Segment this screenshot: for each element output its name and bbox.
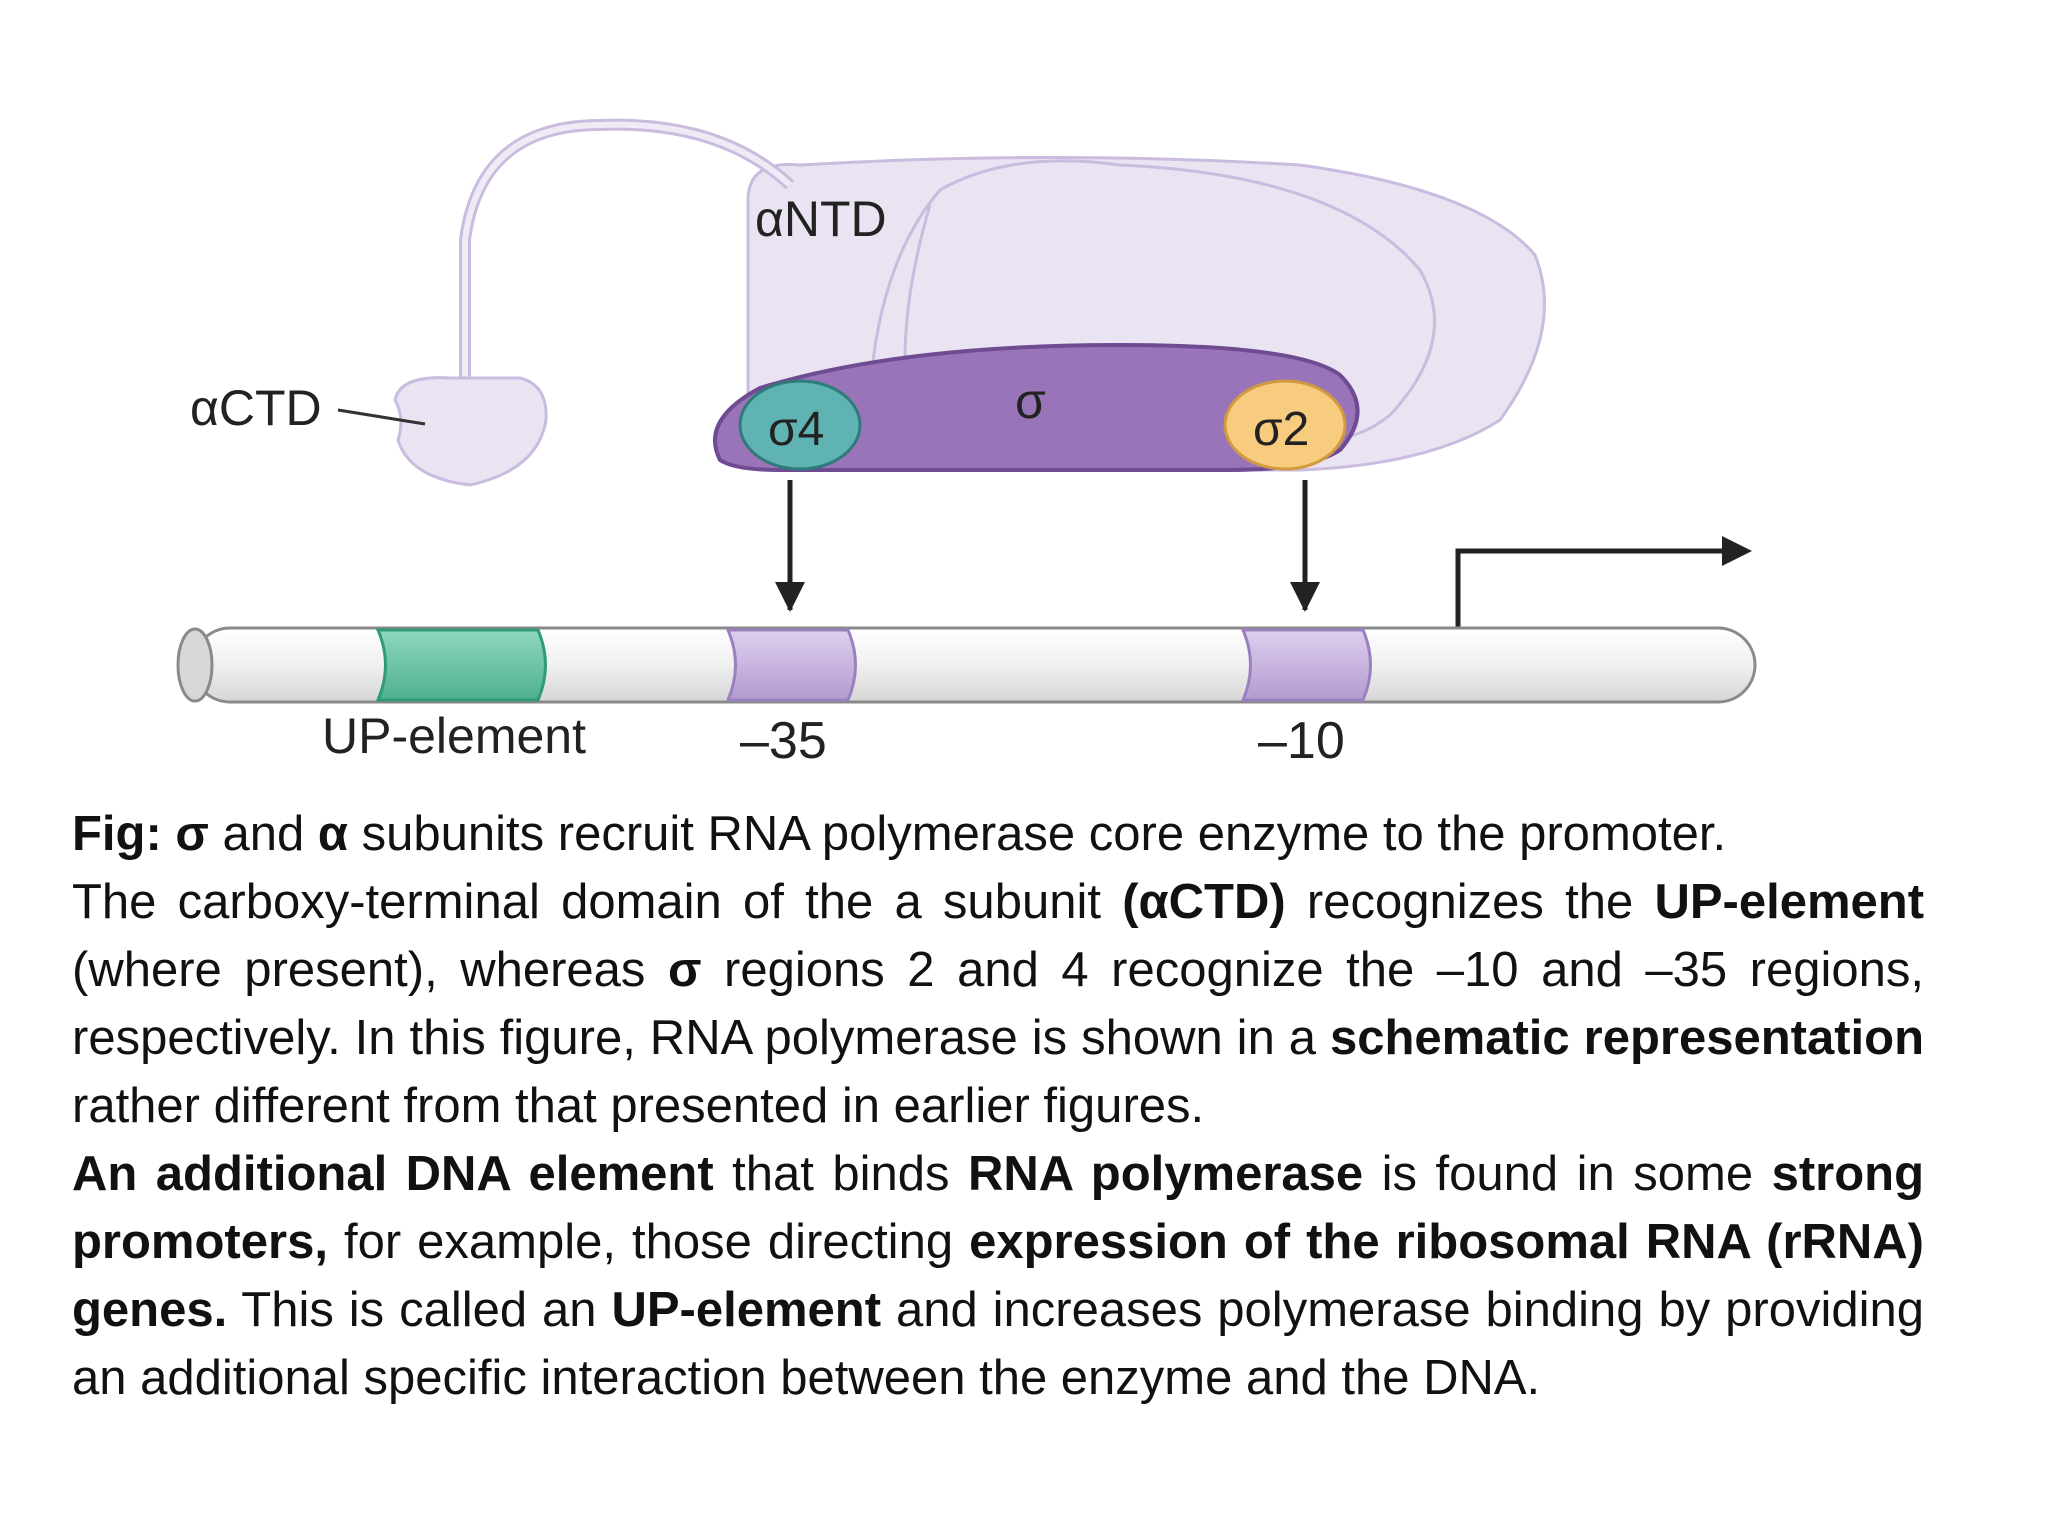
sigma4-domain	[738, 379, 862, 471]
caption-text: is found in some	[1363, 1147, 1772, 1201]
dna-end-cap	[176, 627, 214, 703]
polymerase-inner-lobe	[868, 159, 1437, 442]
minus10-region	[1240, 628, 1372, 702]
actd-label: αCTD	[190, 380, 322, 436]
transcription-start-arrow	[1455, 548, 1735, 628]
caption-bold: strong promoters,	[72, 1147, 1924, 1269]
sigma2-label: σ2	[1253, 403, 1309, 456]
sigma-label: σ	[1015, 373, 1046, 429]
fig-label: Fig:	[72, 807, 162, 861]
caption-bold: (αCTD)	[1122, 875, 1286, 929]
caption-title: Fig: σ and α subunits recruit RNA polyme…	[72, 800, 1924, 868]
actd-pointer-line	[337, 408, 426, 426]
caption-text: and increases polymerase binding by prov…	[72, 1283, 1924, 1405]
caption-text: that binds	[713, 1147, 968, 1201]
caption-text: recognizes the	[1285, 875, 1655, 929]
caption-bold: An additional DNA element	[72, 1147, 714, 1201]
caption-paragraph-1: The carboxy-terminal domain of the a sub…	[72, 868, 1924, 1140]
caption-bold: expression of the ribosomal RNA (rRNA) g…	[72, 1215, 1925, 1337]
minus10-label: –10	[1258, 712, 1345, 770]
caption-bold: UP-element	[611, 1283, 882, 1337]
minus35-region	[725, 628, 857, 702]
promoter-diagram: αNTD αCTD σ σ4 σ2 UP-element –35 –10	[176, 118, 1757, 770]
up-element-label: UP-element	[322, 708, 586, 764]
caption-bold: σ	[667, 943, 702, 997]
caption-paragraph-2: An additional DNA element that binds RNA…	[72, 1140, 1924, 1412]
figure-caption: Fig: σ and α subunits recruit RNA polyme…	[72, 800, 1924, 1412]
antd-divider	[903, 204, 932, 361]
caption-bold: schematic representation	[1329, 1011, 1924, 1065]
sigma2-domain	[1223, 379, 1347, 471]
minus35-label: –35	[740, 712, 827, 770]
caption-bold: RNA polymerase	[967, 1147, 1364, 1201]
caption-text: (where present), whereas	[72, 943, 668, 997]
caption-alpha: α	[317, 807, 349, 861]
alpha-linker	[459, 118, 795, 405]
caption-text: and	[208, 807, 318, 861]
sigma4-label: σ4	[768, 403, 824, 456]
caption-text: The carboxy-terminal domain of the a sub…	[72, 875, 1123, 929]
caption-text: subunits recruit RNA polymerase core enz…	[348, 807, 1727, 861]
alpha-ctd-domain	[393, 376, 548, 487]
caption-bold: UP-element	[1654, 875, 1925, 929]
caption-text: for example, those directing	[327, 1215, 970, 1269]
antd-label: αNTD	[755, 191, 887, 247]
up-element-region	[375, 628, 547, 702]
caption-text: rather different from that presented in …	[72, 1079, 1205, 1133]
caption-sigma: σ	[161, 807, 209, 861]
caption-text: This is called an	[227, 1283, 612, 1337]
caption-text: regions 2 and 4 recognize the –10 and –3…	[72, 943, 1924, 1065]
